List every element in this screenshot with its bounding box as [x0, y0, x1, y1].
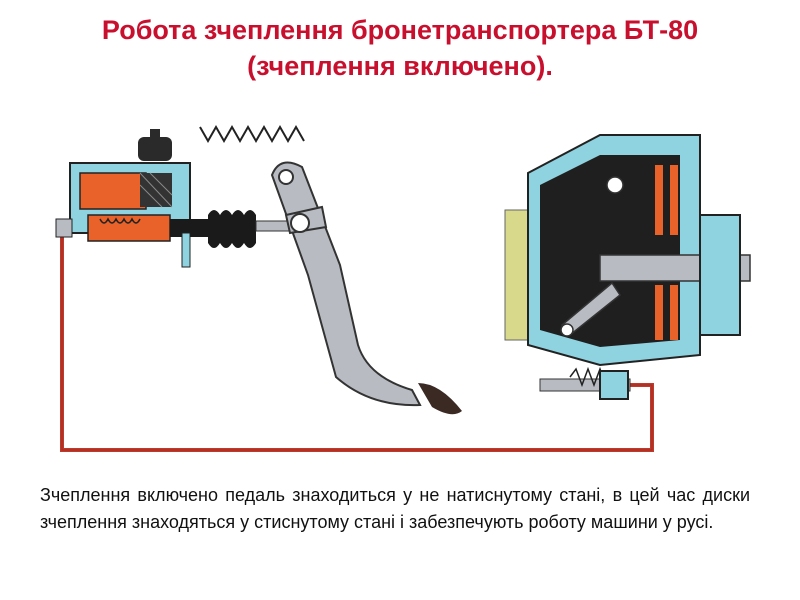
push-rod — [208, 210, 305, 248]
title-line-1: Робота зчеплення бронетранспортера БТ-80 — [101, 15, 699, 45]
clutch-pedal-icon — [270, 161, 462, 415]
master-cylinder-icon — [55, 129, 210, 268]
return-spring-icon — [199, 124, 305, 144]
slave-cylinder-icon — [539, 366, 631, 400]
slide-title: Робота зчеплення бронетранспортера БТ-80… — [0, 12, 800, 84]
clutch-assembly-icon — [504, 134, 751, 367]
title-line-2: (зчеплення включено). — [247, 51, 553, 81]
caption: Зчеплення включено педаль знаходиться у … — [40, 485, 750, 532]
clutch-diagram — [55, 124, 751, 452]
